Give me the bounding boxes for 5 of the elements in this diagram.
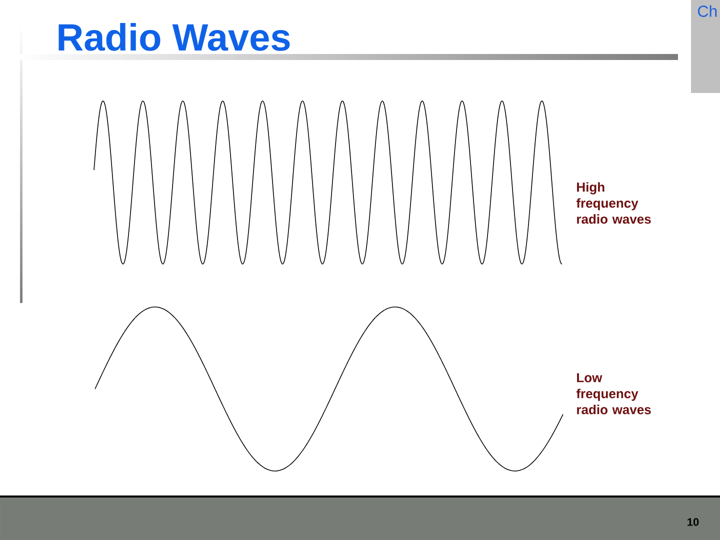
wave-label: Low frequency radio waves: [576, 373, 651, 414]
slide-title: Radio Waves: [58, 22, 290, 51]
wave-label: High frequency radio waves: [576, 182, 651, 224]
page-number: 10: [688, 518, 699, 526]
tab-text: Ch: [698, 5, 717, 17]
